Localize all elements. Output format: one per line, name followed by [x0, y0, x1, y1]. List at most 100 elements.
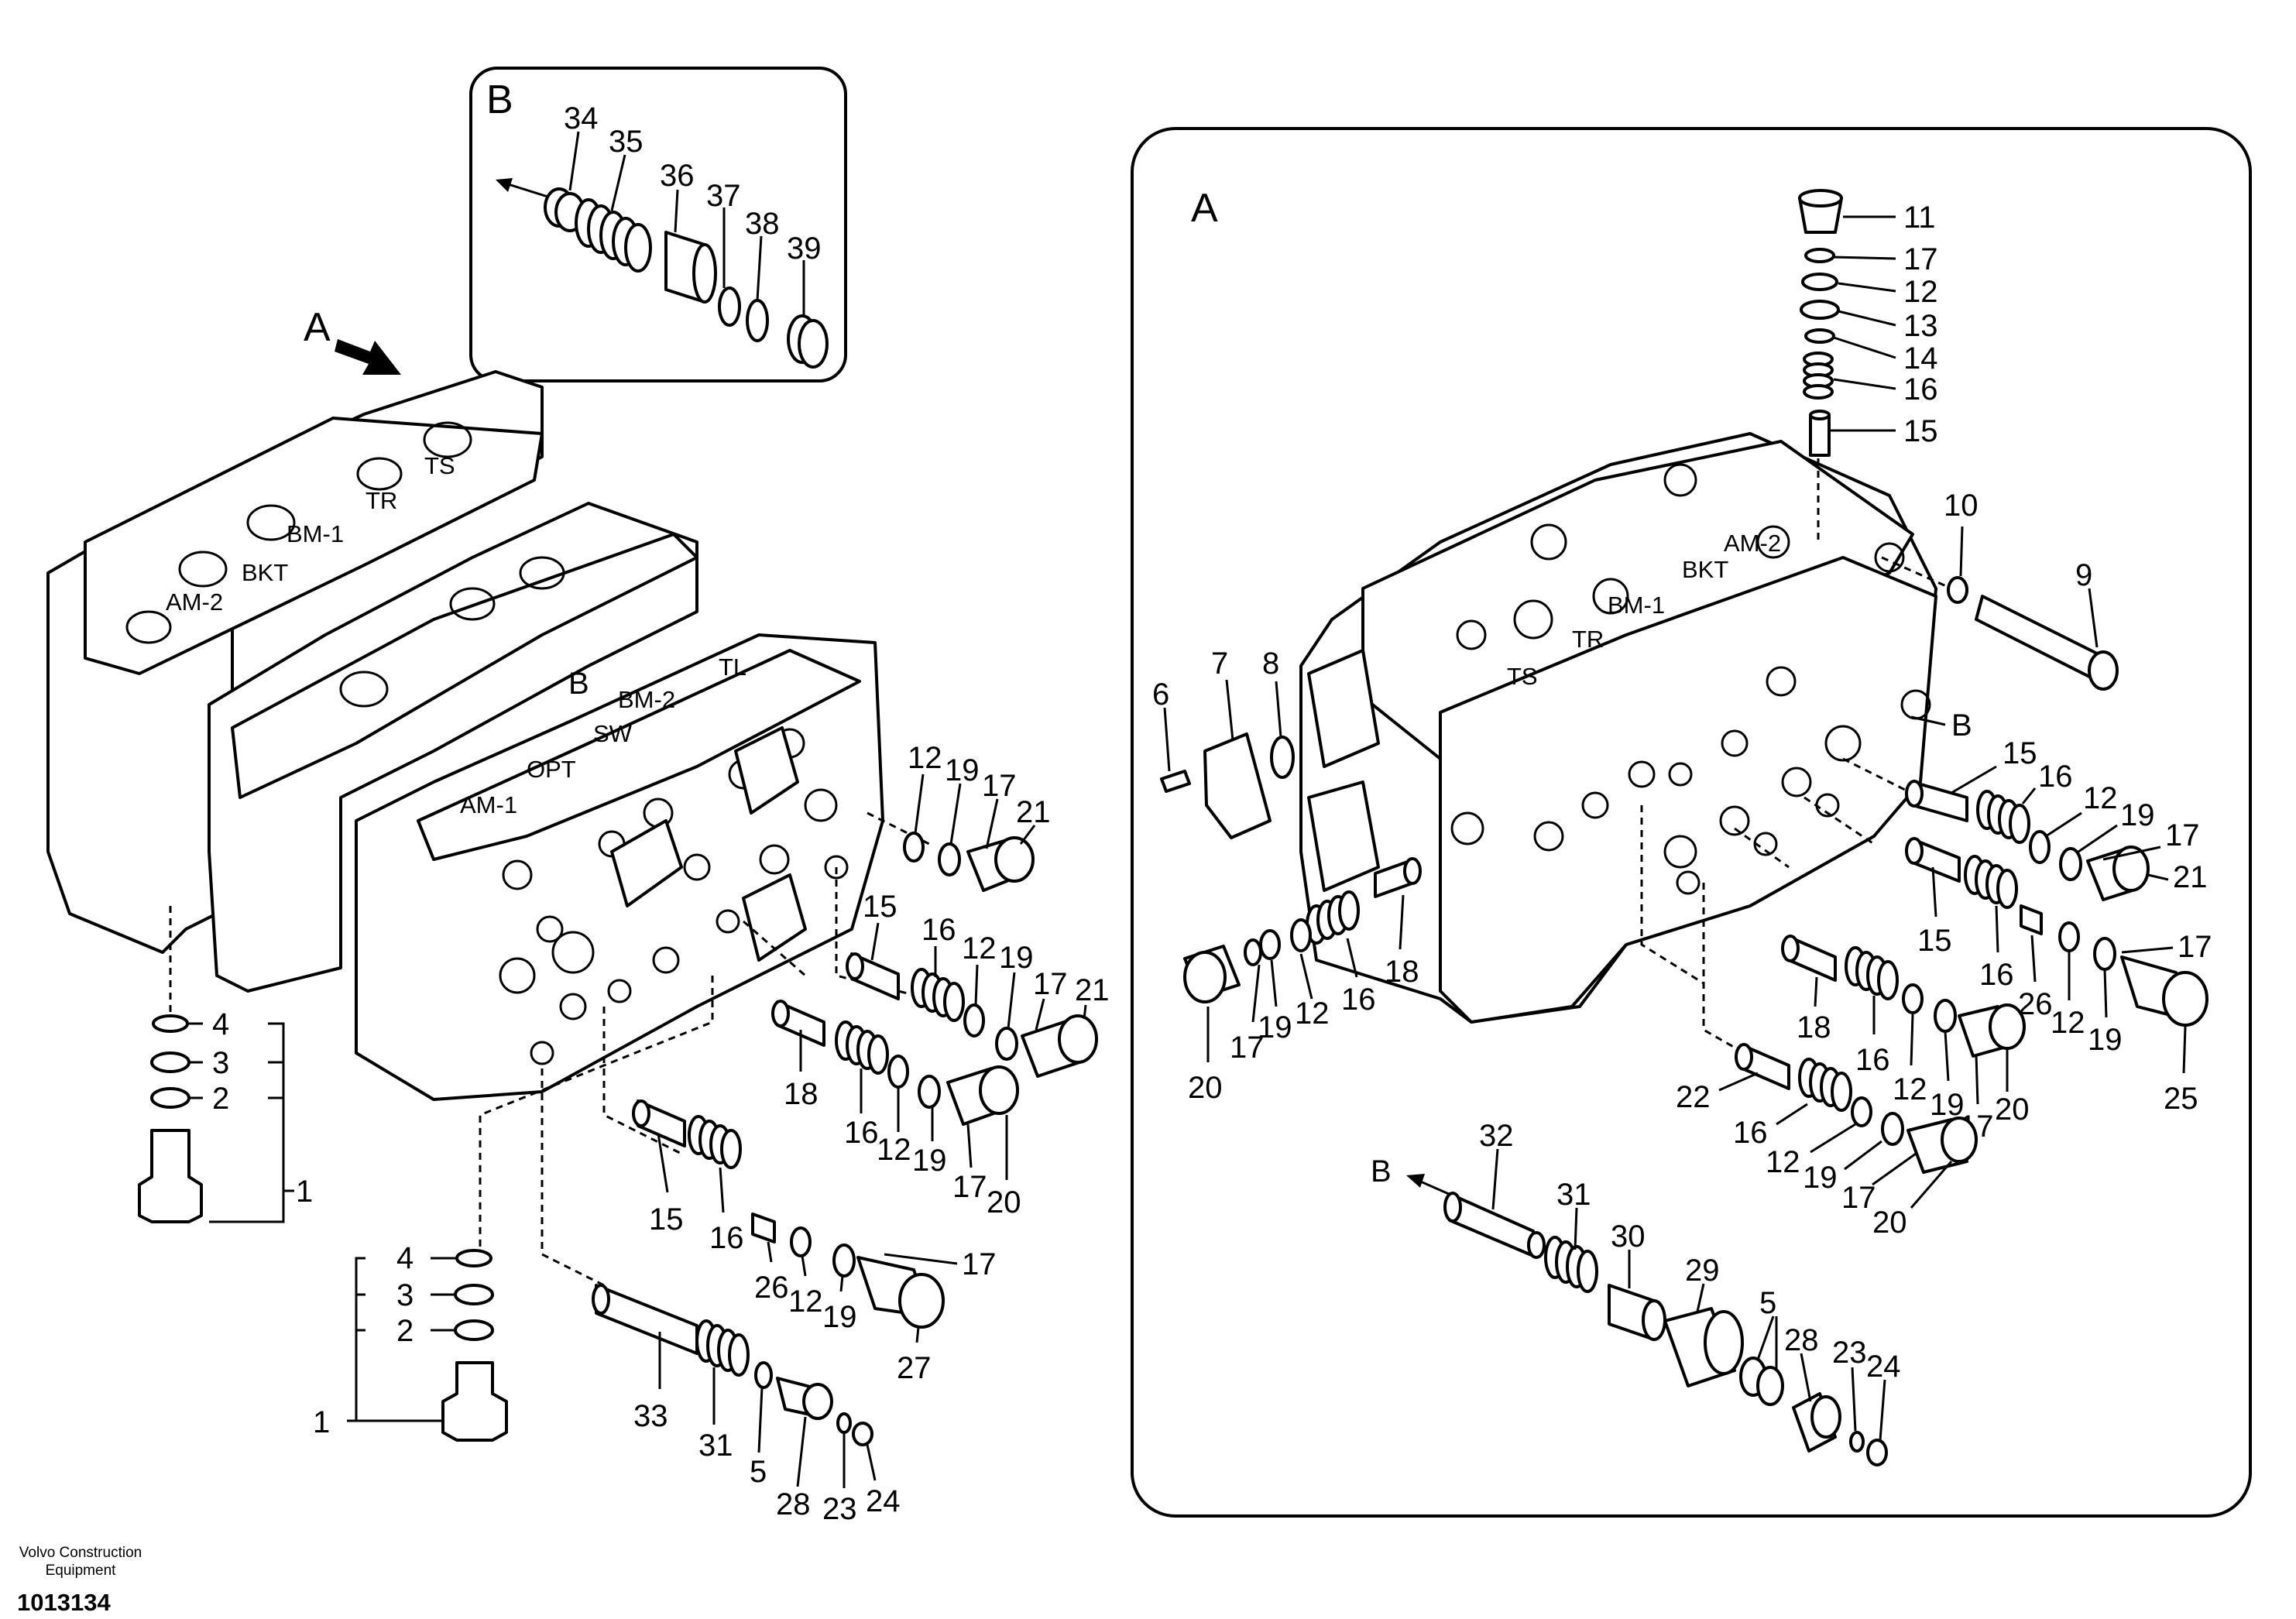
spring-16-icon [911, 968, 965, 1022]
detail-a-bolt: 10 9 [1944, 489, 2119, 691]
main-row-3-parts: 18 16 12 19 17 20 [771, 1000, 1021, 1219]
spring-16-icon [1976, 790, 2030, 844]
callout-23-r5: 23 [822, 1492, 857, 1526]
callout-10-a: 10 [1944, 489, 1979, 523]
spring-16-icon [688, 1115, 742, 1169]
callout-7-a: 7 [1211, 647, 1228, 681]
callout-34: 34 [564, 101, 599, 135]
callout-18-a-left: 18 [1385, 955, 1419, 989]
main-row-5-parts: 33 31 5 28 23 24 [592, 1284, 901, 1526]
callout-27-r4: 27 [897, 1351, 932, 1385]
callout-18-r3: 18 [784, 1077, 819, 1111]
view-a-label: A [304, 305, 331, 350]
callout-12-r3: 12 [877, 1133, 911, 1167]
callout-19-a-r1: 19 [2120, 798, 2155, 832]
callout-36: 36 [660, 159, 695, 193]
callout-17-r2: 17 [1033, 967, 1068, 1001]
section-label-tl: TL [719, 653, 746, 681]
callout-16-a-left: 16 [1341, 983, 1376, 1017]
callout-37: 37 [706, 179, 741, 213]
callout-17-r3: 17 [952, 1170, 987, 1204]
callout-19-r2: 19 [999, 941, 1034, 975]
callout-12-a-r2: 12 [2051, 1006, 2085, 1040]
section-label-ts: TS [424, 452, 455, 479]
main-control-valve: TS TR BM-1 BKT AM-2 BM-2 TL SW OPT AM-1 … [46, 370, 884, 1101]
detail-a-label: A [1191, 186, 1218, 231]
detail-a-label-bkt: BKT [1682, 556, 1728, 583]
detail-b-label: B [486, 77, 513, 122]
callout-16-a-r2: 16 [1979, 958, 2014, 992]
drawing-number: 1013134 [17, 1589, 111, 1616]
company-name: Volvo Construction Equipment [19, 1545, 142, 1579]
callout-38: 38 [745, 207, 780, 241]
callout-19-a-c1: 19 [1930, 1088, 1965, 1122]
callout-24-r5: 24 [866, 1484, 901, 1518]
callout-17-a-r1: 17 [2165, 818, 2200, 852]
spring-31-icon [1544, 1236, 1598, 1293]
callout-31-r5: 31 [698, 1429, 733, 1463]
callout-16-a-c2: 16 [1733, 1116, 1768, 1150]
detail-a-bottom-row: B [1371, 1119, 1901, 1466]
section-label-tr: TR [366, 487, 397, 514]
callout-18-a-c1: 18 [1797, 1010, 1831, 1044]
section-label-sw: SW [593, 720, 633, 747]
callout-26-r4: 26 [754, 1271, 789, 1305]
detail-a-right-row-1: 15 16 12 19 17 21 [1905, 736, 2208, 901]
callout-16-a-c1: 16 [1855, 1043, 1890, 1077]
callout-12-r4: 12 [788, 1285, 823, 1319]
callout-20-a-c2: 20 [1872, 1206, 1907, 1240]
callout-19-r3: 19 [912, 1144, 947, 1178]
detail-a-view: A [1131, 127, 2252, 1518]
spring-16-icon [1803, 352, 1834, 400]
callout-15-r4: 15 [649, 1202, 684, 1237]
section-label-am1: AM-1 [460, 791, 517, 818]
callout-19-r4: 19 [822, 1300, 857, 1334]
detail-a-ports [1450, 463, 1931, 895]
callout-32-a: 32 [1479, 1119, 1514, 1153]
section-labels: TS TR BM-1 BKT AM-2 BM-2 TL SW OPT AM-1 … [166, 452, 746, 818]
callout-20-a-c1: 20 [1995, 1092, 2030, 1127]
callout-1-a: 1 [296, 1175, 313, 1209]
main-row-2-parts: 15 16 12 19 17 21 [846, 890, 1110, 1078]
callout-21-a-r1: 21 [2173, 860, 2208, 894]
main-row-4-parts: 15 16 26 12 19 17 27 [632, 1099, 997, 1385]
callout-12-r2: 12 [962, 931, 997, 966]
detail-a-label-b-pointer: B [1951, 708, 1972, 743]
callout-19-a-r2: 19 [2088, 1023, 2123, 1057]
callout-14-a: 14 [1903, 341, 1938, 376]
detail-a-right-row-2: 15 16 26 12 19 17 25 [1905, 837, 2212, 1116]
callout-21-r1: 21 [1016, 795, 1051, 829]
callout-2-b: 2 [396, 1314, 414, 1348]
section-label-am2: AM-2 [166, 588, 223, 616]
callout-15-a-r2: 15 [1917, 924, 1952, 958]
callout-24-a: 24 [1866, 1350, 1901, 1384]
callout-5-a: 5 [1759, 1286, 1776, 1320]
callout-12-a-c1: 12 [1893, 1072, 1927, 1106]
detail-a-arrow-b-label: B [1371, 1154, 1392, 1189]
callout-25-a-r2: 25 [2164, 1082, 2198, 1116]
spring-16-icon [1798, 1058, 1852, 1112]
detail-a-section-labels: AM-2 BKT BM-1 TR TS B [1507, 530, 1972, 743]
callout-17-a-left: 17 [1230, 1031, 1265, 1065]
section-label-bm2: BM-2 [618, 686, 675, 713]
detail-a-center-row-2: 22 16 12 19 17 20 [1676, 1043, 1978, 1240]
detail-a-center-row-1: 18 16 12 19 17 20 [1781, 935, 2030, 1144]
callout-12-a-r1: 12 [2083, 781, 2118, 815]
callout-28-a: 28 [1784, 1323, 1819, 1357]
plug-assembly-lower: 4 3 2 1 [313, 1241, 508, 1442]
spring-31-icon [695, 1319, 750, 1377]
callout-1-b: 1 [313, 1405, 330, 1439]
callout-21-r2: 21 [1075, 973, 1110, 1007]
callout-17-r1: 17 [982, 769, 1017, 803]
callout-13-a: 13 [1903, 309, 1938, 343]
callout-19-r1: 19 [945, 753, 980, 787]
section-label-opt: OPT [527, 756, 576, 783]
callout-22-a-c2: 22 [1676, 1080, 1711, 1114]
callout-12-a-c2: 12 [1766, 1145, 1800, 1179]
callout-39: 39 [787, 232, 822, 266]
callout-2-a: 2 [212, 1082, 229, 1116]
callout-16-a-top: 16 [1903, 372, 1938, 406]
callout-4-b: 4 [396, 1241, 414, 1275]
callout-15-r2: 15 [863, 890, 897, 924]
callout-12-a-top: 12 [1903, 275, 1938, 309]
